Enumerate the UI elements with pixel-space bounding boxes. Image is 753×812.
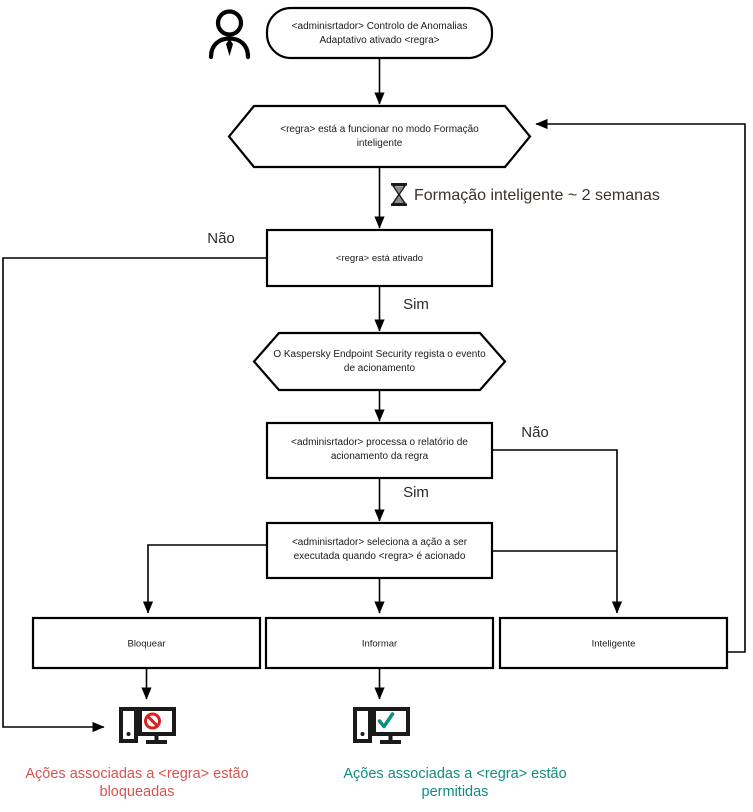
node-smart-label: Inteligente bbox=[592, 639, 636, 650]
node-start: <adminisrtador> Controlo de Anomalias Ad… bbox=[265, 6, 494, 60]
caption-allowed-line2: permitidas bbox=[422, 784, 489, 800]
node-action-smart: Inteligente bbox=[498, 616, 729, 670]
node-rule-enabled-label: <regra> está ativado bbox=[336, 253, 423, 264]
node-kes-logs-event: O Kaspersky Endpoint Security regista o … bbox=[252, 331, 507, 392]
edge-rule-no-to-blocked bbox=[2, 257, 267, 733]
annotation-text: Formação inteligente ~ 2 semanas bbox=[414, 187, 660, 204]
person-icon bbox=[208, 9, 251, 60]
hourglass-icon bbox=[391, 183, 407, 206]
node-action-block: Bloquear bbox=[31, 616, 262, 670]
edge-report-no-to-smart bbox=[492, 449, 623, 614]
computer-blocked-icon bbox=[119, 707, 176, 744]
branch-label-rule-yes: Sim bbox=[403, 296, 429, 313]
node-kes-line1: O Kaspersky Endpoint Security regista o … bbox=[273, 349, 486, 360]
branch-label-rule-no: Não bbox=[207, 230, 235, 247]
caption-allowed-line1: Ações associadas a <regra> estão bbox=[343, 766, 566, 782]
node-start-line1: <adminisrtador> Controlo de Anomalias bbox=[292, 21, 468, 32]
branch-label-report-no: Não bbox=[521, 424, 549, 441]
caption-blocked-line2: bloqueadas bbox=[100, 784, 175, 800]
node-admin-selects-action: <adminisrtador> seleciona a ação a ser e… bbox=[265, 521, 494, 580]
computer-allowed-icon bbox=[353, 707, 410, 744]
node-admin-processes-report: <adminisrtador> processa o relatório de … bbox=[265, 421, 494, 480]
node-rule-enabled: <regra> está ativado bbox=[265, 228, 494, 288]
node-report-line2: acionamento da regra bbox=[331, 451, 429, 462]
caption-blocked-line1: Ações associadas a <regra> estão bbox=[25, 766, 248, 782]
node-training-line2: inteligente bbox=[357, 138, 403, 149]
node-select-line1: <adminisrtador> seleciona a ação a ser bbox=[292, 537, 468, 548]
node-action-inform: Informar bbox=[264, 616, 495, 670]
branch-label-report-yes: Sim bbox=[403, 484, 429, 501]
edge-select-to-block bbox=[142, 544, 267, 614]
node-report-line1: <adminisrtador> processa o relatório de bbox=[291, 437, 468, 448]
node-inform-label: Informar bbox=[362, 639, 397, 650]
node-training-mode: <regra> está a funcionar no modo Formaçã… bbox=[227, 104, 532, 169]
node-select-line2: executada quando <regra> é acionado bbox=[294, 551, 466, 562]
edge-smart-loopback-to-training bbox=[535, 118, 746, 653]
node-training-line1: <regra> está a funcionar no modo Formaçã… bbox=[280, 124, 479, 135]
node-start-line2: Adaptativo ativado <regra> bbox=[319, 35, 439, 46]
node-block-label: Bloquear bbox=[127, 639, 165, 650]
node-kes-line2: de acionamento bbox=[344, 363, 416, 374]
